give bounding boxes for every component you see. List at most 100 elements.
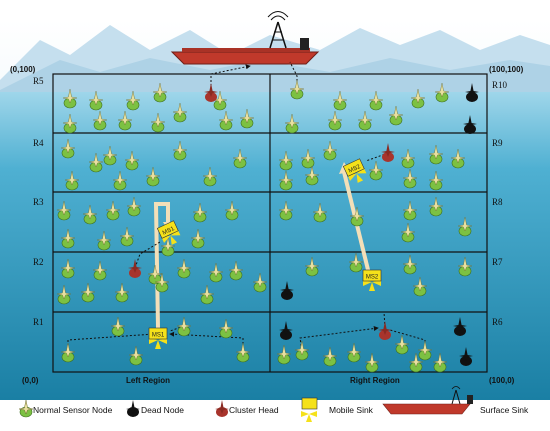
normal-sensor-node-icon [154, 272, 170, 293]
normal-sensor-node-icon [432, 352, 448, 373]
normal-sensor-node-icon [60, 228, 76, 249]
normal-sensor-node-icon [102, 145, 118, 166]
region-label-r2: R2 [33, 257, 44, 267]
region-label-r4: R4 [33, 138, 44, 148]
normal-sensor-node-icon [228, 260, 244, 281]
normal-sensor-node-icon [152, 82, 168, 103]
normal-sensor-node-icon [434, 82, 450, 103]
cluster-head-icon [381, 143, 395, 162]
region-label-r5: R5 [33, 76, 44, 86]
normal-sensor-node-icon [402, 168, 418, 189]
normal-sensor-node-icon [145, 166, 161, 187]
normal-sensor-node-icon [368, 160, 384, 181]
normal-sensor-node-icon [224, 200, 240, 221]
normal-sensor-node-icon [394, 334, 410, 355]
corner-label-bottom-right: (100,0) [489, 376, 515, 385]
normal-sensor-node-icon [110, 316, 126, 337]
normal-sensor-node-icon [62, 88, 78, 109]
left-region-label: Left Region [126, 376, 170, 385]
normal-sensor-node-icon [172, 102, 188, 123]
normal-sensor-node-icon [125, 90, 141, 111]
right-region-label: Right Region [350, 376, 400, 385]
dead-node-icon [459, 347, 473, 366]
normal-sensor-node-icon [192, 202, 208, 223]
normal-sensor-node-icon [327, 110, 343, 131]
cluster-head-icon [378, 321, 392, 340]
normal-sensor-node-icon [60, 342, 76, 363]
cluster-head-icon [128, 259, 142, 278]
normal-sensor-node-icon [176, 258, 192, 279]
dead-node-icon [280, 281, 294, 300]
normal-sensor-node-icon [172, 140, 188, 161]
normal-sensor-node-icon [160, 236, 176, 257]
region-label-r9: R9 [492, 138, 503, 148]
legend-dead-label: Dead Node [141, 405, 184, 415]
normal-sensor-node-icon [88, 90, 104, 111]
normal-sensor-node-icon [450, 148, 466, 169]
normal-sensor-node-icon [332, 90, 348, 111]
legend: Normal Sensor Node Dead Node Cluster Hea… [18, 386, 529, 422]
normal-sensor-node-icon [96, 230, 112, 251]
normal-sensor-node-icon [128, 345, 144, 366]
normal-sensor-node-icon [62, 113, 78, 134]
normal-sensor-node-icon [457, 256, 473, 277]
legend-dead-node-icon [126, 400, 140, 417]
normal-sensor-node-icon [278, 200, 294, 221]
dead-node-icon [453, 317, 467, 336]
legend-normal-label: Normal Sensor Node [33, 405, 113, 415]
region-label-r10: R10 [492, 80, 508, 90]
normal-sensor-node-icon [252, 272, 268, 293]
normal-sensor-node-icon [312, 202, 328, 223]
mobile-sink-label: MS2 [366, 275, 379, 281]
normal-sensor-node-icon [64, 170, 80, 191]
normal-sensor-node-icon [176, 316, 192, 337]
legend-mobile-sink-icon [301, 397, 318, 422]
mobile-sink-label: MS1 [152, 333, 165, 339]
legend-cluster-head-icon [215, 400, 229, 417]
normal-sensor-node-icon [114, 282, 130, 303]
normal-sensor-node-icon [117, 110, 133, 131]
normal-sensor-node-icon [400, 148, 416, 169]
normal-sensor-node-icon [150, 112, 166, 133]
normal-sensor-node-icon [88, 152, 104, 173]
normal-sensor-node-icon [348, 252, 364, 273]
normal-sensor-node-icon [60, 138, 76, 159]
normal-sensor-node-icon [346, 342, 362, 363]
normal-sensor-node-icon [232, 148, 248, 169]
normal-sensor-node-icon [212, 90, 228, 111]
mobile-sink-icon: MS1 [148, 327, 168, 349]
normal-sensor-node-icon [60, 258, 76, 279]
normal-sensor-node-icon [368, 90, 384, 111]
region-label-r6: R6 [492, 317, 503, 327]
normal-sensor-node-icon [304, 256, 320, 277]
normal-sensor-node-icon [289, 79, 305, 100]
normal-sensor-node-icon [428, 144, 444, 165]
normal-sensor-node-icon [278, 150, 294, 171]
surface-sink-ship [170, 11, 320, 65]
normal-sensor-node-icon [284, 113, 300, 134]
normal-sensor-node-icon [278, 170, 294, 191]
normal-sensor-node-icon [276, 344, 292, 365]
normal-sensor-node-icon [304, 165, 320, 186]
normal-sensor-node-icon [322, 140, 338, 161]
normal-sensor-node-icon [56, 284, 72, 305]
antenna-tower-icon [267, 11, 289, 49]
normal-sensor-node-icon [400, 222, 416, 243]
mobile-sink-icon: MS2 [342, 158, 367, 183]
normal-sensor-node-icon [402, 254, 418, 275]
legend-cluster-label: Cluster Head [229, 405, 279, 415]
normal-sensor-node-icon [408, 352, 424, 373]
normal-sensor-node-icon [124, 150, 140, 171]
normal-sensor-node-icon [349, 206, 365, 227]
legend-surface-sink-icon [382, 386, 473, 415]
normal-sensor-node-icon [364, 352, 380, 373]
normal-sensor-node-icon [56, 200, 72, 221]
normal-sensor-node-icon [208, 262, 224, 283]
dead-node-icon [463, 115, 477, 134]
region-label-r7: R7 [492, 257, 503, 267]
grid [52, 73, 488, 373]
normal-sensor-node-icon [235, 342, 251, 363]
